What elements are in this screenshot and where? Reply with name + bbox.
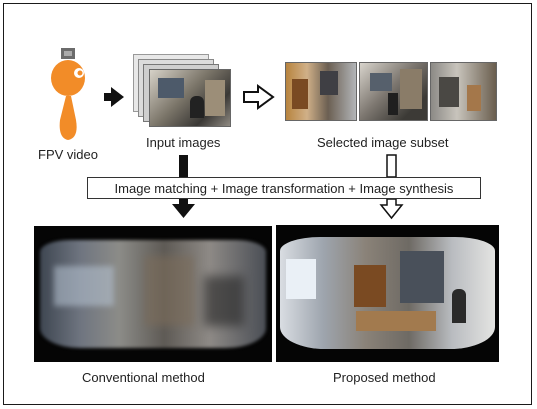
solid-down-arrow-icon	[172, 155, 195, 218]
fpv-video-label: FPV video	[38, 147, 98, 162]
process-box: Image matching + Image transformation + …	[87, 177, 481, 199]
hollow-arrow-to-subset-icon	[243, 84, 275, 110]
subset-image-2	[359, 62, 428, 121]
subset-image-1	[285, 62, 357, 121]
process-label: Image matching + Image transformation + …	[114, 180, 454, 196]
stack-frame-front	[149, 69, 231, 127]
conventional-panorama	[34, 226, 272, 362]
conventional-method-label: Conventional method	[82, 370, 205, 385]
proposed-panorama	[276, 225, 499, 362]
subset-image-3	[430, 62, 497, 121]
proposed-method-label: Proposed method	[333, 370, 436, 385]
input-images-label: Input images	[146, 135, 221, 150]
person-with-camera-icon	[51, 48, 85, 140]
arrow-to-input-icon	[104, 87, 124, 107]
selected-subset-label: Selected image subset	[317, 135, 449, 150]
